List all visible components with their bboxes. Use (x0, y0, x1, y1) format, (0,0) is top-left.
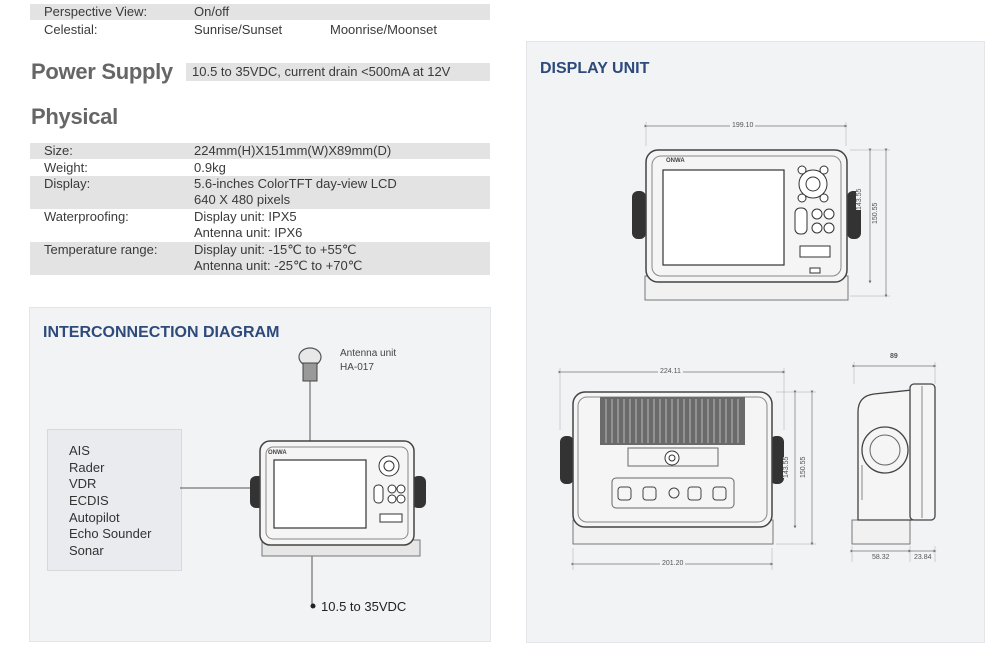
spec-value: Display unit: IPX5 (194, 209, 297, 224)
dim-front-h2: 150.55 (872, 202, 879, 224)
connected-devices-list: AIS Rader VDR ECDIS Autopilot Echo Sound… (47, 429, 182, 571)
device-item: Autopilot (69, 510, 120, 525)
dim-side-top: 89 (890, 353, 898, 360)
spec-label: Waterproofing: (44, 209, 129, 224)
interconnection-drawing (180, 347, 426, 609)
spec-label: Temperature range: (44, 242, 158, 257)
device-item: VDR (69, 476, 97, 491)
spec-value-secondary: Moonrise/Moonset (330, 22, 437, 37)
spec-row-waterproofing: Waterproofing: Display unit: IPX5 Antenn… (30, 209, 490, 242)
dim-side-b2: 23.84 (914, 554, 932, 561)
spec-value: 5.6-inches ColorTFT day-view LCD (194, 176, 397, 191)
antenna-model-label: HA-017 (340, 362, 374, 373)
dim-front-h1: 143.55 (856, 188, 863, 210)
device-item: ECDIS (69, 493, 109, 508)
spec-row-perspective: Perspective View: On/off (30, 4, 490, 20)
interconnection-title: INTERCONNECTION DIAGRAM (43, 324, 280, 341)
device-item: AIS (69, 443, 90, 458)
antenna-label: Antenna unit (340, 348, 397, 359)
antenna-unit-icon (298, 347, 322, 441)
device-item: Echo Sounder (69, 526, 152, 541)
spec-label: Weight: (44, 160, 88, 175)
spec-value: 224mm(H)X151mm(W)X89mm(D) (194, 143, 392, 158)
spec-value-line2: Antenna unit: IPX6 (194, 225, 303, 240)
side-view-drawing (850, 362, 937, 562)
spec-value-line2: 640 X 480 pixels (194, 192, 291, 207)
dim-rear-bottom: 201.20 (660, 560, 686, 567)
spec-row-temperature: Temperature range: Display unit: -15℃ to… (30, 242, 490, 275)
dim-front-width: 199.10 (730, 122, 756, 129)
diagram-brand-logo: ONWA (268, 450, 287, 456)
spec-row-size: Size: 224mm(H)X151mm(W)X89mm(D) (30, 143, 490, 159)
power-input-label: 10.5 to 35VDC (321, 599, 407, 614)
display-unit-diagram-icon (250, 440, 426, 557)
rear-view-drawing (558, 368, 816, 570)
dim-rear-h2: 150.55 (800, 456, 807, 478)
spec-value: Sunrise/Sunset (194, 22, 283, 37)
spec-value: On/off (194, 4, 230, 19)
display-unit-title: DISPLAY UNIT (540, 60, 650, 77)
front-brand-logo: ONWA (666, 158, 685, 164)
power-supply-heading: Power Supply (31, 59, 173, 84)
spec-value: 0.9kg (194, 160, 226, 175)
physical-heading: Physical (31, 104, 118, 129)
front-view-drawing (632, 122, 890, 301)
spec-row-celestial: Celestial: Sunrise/Sunset Moonrise/Moons… (30, 22, 490, 38)
spec-label: Size: (44, 143, 73, 158)
device-item: Sonar (69, 543, 104, 558)
spec-value: Display unit: -15℃ to +55℃ (194, 242, 357, 257)
dim-rear-top: 224.11 (658, 368, 683, 375)
spec-label: Perspective View: (44, 4, 148, 19)
device-item: Rader (69, 460, 105, 475)
spec-label: Display: (44, 176, 91, 191)
spec-row-weight: Weight: 0.9kg (30, 160, 490, 176)
spec-row-display: Display: 5.6-inches ColorTFT day-view LC… (30, 176, 490, 209)
spec-value-line2: Antenna unit: -25℃ to +70℃ (194, 258, 363, 273)
dim-side-b1: 58.32 (872, 554, 890, 561)
power-supply-value: 10.5 to 35VDC, current drain <500mA at 1… (186, 63, 490, 81)
dim-rear-h1: 143.55 (783, 456, 790, 478)
spec-label: Celestial: (44, 22, 98, 37)
